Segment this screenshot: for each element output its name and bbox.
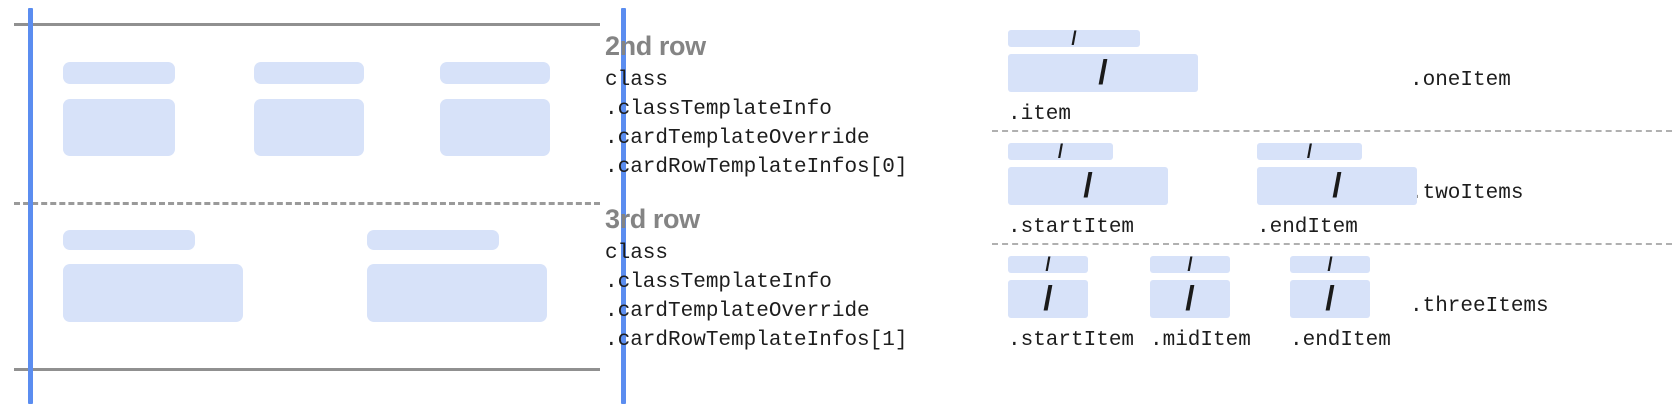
item-body-bar: / bbox=[1008, 167, 1168, 205]
variant-label: .threeItems bbox=[1410, 295, 1549, 318]
slash-icon: / bbox=[1098, 54, 1108, 92]
card-title-placeholder bbox=[63, 230, 195, 250]
variant-label: .oneItem bbox=[1410, 69, 1511, 92]
item-cell: / / .startItem bbox=[1008, 256, 1134, 352]
item-sub-label: .endItem bbox=[1290, 329, 1391, 352]
code-line: .classTemplateInfo bbox=[605, 98, 832, 121]
group-title: 2nd row bbox=[605, 31, 706, 61]
slash-icon: / bbox=[1332, 167, 1342, 205]
item-cell: / / .endItem bbox=[1290, 256, 1391, 352]
item-body-bar: / bbox=[1008, 280, 1088, 318]
card-body-placeholder bbox=[254, 99, 364, 156]
card-body-placeholder bbox=[367, 264, 547, 322]
variant-divider bbox=[992, 243, 1672, 245]
item-title-bar: / bbox=[1290, 256, 1370, 273]
item-body-bar: / bbox=[1257, 167, 1417, 205]
code-line: class bbox=[605, 242, 669, 265]
item-sub-label: .startItem bbox=[1008, 216, 1135, 239]
item-sub-label: .endItem bbox=[1257, 216, 1358, 239]
left-edge-guide bbox=[28, 8, 33, 404]
item-title-bar: / bbox=[1008, 256, 1088, 273]
card-top-rule bbox=[14, 23, 600, 26]
class-path-group-2nd-row: 2nd row class .classTemplateInfo .cardTe… bbox=[605, 30, 907, 182]
slash-icon: / bbox=[1306, 143, 1313, 160]
item-cell: / / .midItem bbox=[1150, 256, 1251, 352]
item-body-bar: / bbox=[1290, 280, 1370, 318]
class-path-group-3rd-row: 3rd row class .classTemplateInfo .cardTe… bbox=[605, 203, 907, 355]
code-line: .cardRowTemplateInfos[1] bbox=[605, 329, 908, 352]
item-body-bar: / bbox=[1150, 280, 1230, 318]
item-cell: / / .item bbox=[1008, 30, 1198, 126]
code-line: .cardTemplateOverride bbox=[605, 300, 870, 323]
card-title-placeholder bbox=[440, 62, 550, 84]
slash-icon: / bbox=[1187, 256, 1193, 273]
slash-icon: / bbox=[1043, 280, 1053, 318]
slash-icon: / bbox=[1185, 280, 1195, 318]
code-line: .classTemplateInfo bbox=[605, 271, 832, 294]
slash-icon: / bbox=[1327, 256, 1333, 273]
right-edge-guide bbox=[621, 8, 626, 404]
variant-two-items: .twoItems / / .startItem / / .endItem bbox=[985, 135, 1676, 243]
variant-one-item: .oneItem / / .item bbox=[985, 22, 1676, 130]
card-title-placeholder bbox=[63, 62, 175, 84]
slash-icon: / bbox=[1045, 256, 1051, 273]
item-title-bar: / bbox=[1008, 143, 1113, 160]
code-line: .cardRowTemplateInfos[0] bbox=[605, 156, 908, 179]
variant-label: .twoItems bbox=[1410, 182, 1524, 205]
item-sub-label: .midItem bbox=[1150, 329, 1251, 352]
card-body-placeholder bbox=[63, 99, 175, 156]
item-body-bar: / bbox=[1008, 54, 1198, 92]
code-line: class bbox=[605, 69, 669, 92]
card-title-placeholder bbox=[367, 230, 499, 250]
card-title-placeholder bbox=[254, 62, 364, 84]
item-title-bar: / bbox=[1257, 143, 1362, 160]
card-body-placeholder bbox=[63, 264, 243, 322]
item-sub-label: .item bbox=[1008, 103, 1072, 126]
slash-icon: / bbox=[1057, 143, 1064, 160]
item-title-bar: / bbox=[1008, 30, 1140, 47]
slash-icon: / bbox=[1083, 167, 1093, 205]
item-cell: / / .startItem bbox=[1008, 143, 1168, 239]
card-row-divider bbox=[14, 202, 600, 205]
variant-divider bbox=[992, 130, 1672, 132]
card-body-placeholder bbox=[440, 99, 550, 156]
group-title: 3rd row bbox=[605, 204, 700, 234]
item-cell: / / .endItem bbox=[1257, 143, 1417, 239]
code-line: .cardTemplateOverride bbox=[605, 127, 870, 150]
card-preview-panel bbox=[0, 0, 626, 412]
slash-icon: / bbox=[1325, 280, 1335, 318]
item-title-bar: / bbox=[1150, 256, 1230, 273]
item-sub-label: .startItem bbox=[1008, 329, 1135, 352]
variant-three-items: .threeItems / / .startItem / / .midItem / / .end… bbox=[985, 248, 1676, 358]
slash-icon: / bbox=[1071, 30, 1077, 47]
card-bottom-rule bbox=[14, 368, 600, 371]
item-variants-panel: .oneItem //.item .twoItems //.startItem/… bbox=[985, 0, 1676, 412]
